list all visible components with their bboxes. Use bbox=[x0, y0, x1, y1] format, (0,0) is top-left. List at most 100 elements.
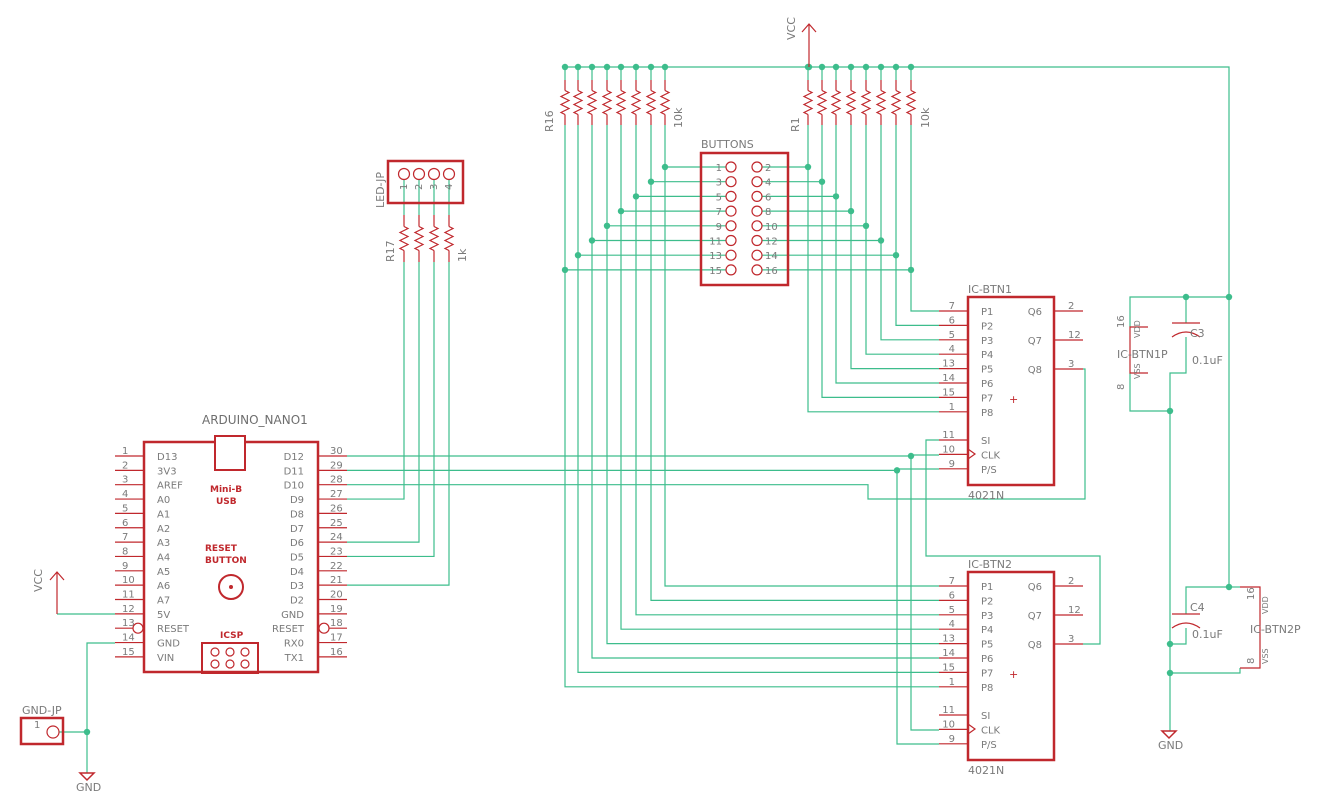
button-pin-even: 2 bbox=[765, 163, 771, 174]
nano-left-pin-name: A0 bbox=[157, 495, 170, 506]
ic-btn2p-vdd: VDD bbox=[1261, 596, 1270, 614]
junction-dot bbox=[574, 63, 582, 71]
nano-left-pin-name: A3 bbox=[157, 538, 170, 549]
junction-dot bbox=[617, 63, 625, 71]
wire bbox=[821, 125, 939, 398]
wire bbox=[880, 125, 939, 341]
ic-origin-plus-icon: + bbox=[1009, 393, 1018, 406]
ic-pin-number: 15 bbox=[942, 387, 955, 398]
ic-pin-name: P3 bbox=[981, 611, 993, 622]
nano-left-pin-name: A1 bbox=[157, 509, 170, 520]
arduino-nano-name: ARDUINO_NANO1 bbox=[202, 413, 308, 427]
ic-btn2p-bracket bbox=[1240, 586, 1261, 669]
led-jumper-name: LED-JP bbox=[374, 172, 387, 208]
nano-right-pin-number: 20 bbox=[330, 590, 343, 601]
ic-pin-number: 7 bbox=[949, 576, 955, 587]
wire bbox=[664, 125, 939, 587]
wire bbox=[606, 125, 939, 645]
resistor-array-r1: R1 10k bbox=[789, 80, 932, 132]
ic-pin-number: 6 bbox=[949, 315, 955, 326]
junction-dot bbox=[603, 63, 611, 71]
ic-pin-number: 9 bbox=[949, 459, 955, 470]
wire bbox=[865, 125, 939, 355]
ic-btn1p-vss: VSS bbox=[1133, 363, 1142, 379]
gnd-jumper-pad-icon bbox=[46, 725, 60, 739]
button-pad-odd-icon bbox=[725, 176, 737, 188]
ic-btn2: IC-BTN2 4021N 7P16P25P34P413P514P615P71P… bbox=[939, 558, 1083, 777]
nano-left-pin-name: A5 bbox=[157, 567, 170, 578]
ic-pin-name: P1 bbox=[981, 307, 993, 318]
icsp-pad-icon bbox=[240, 647, 250, 657]
clock-triangle-icon bbox=[967, 723, 977, 735]
ic-origin-plus-icon: + bbox=[1009, 668, 1018, 681]
ic-btn2p-name: IC-BTN2P bbox=[1250, 623, 1301, 636]
wire bbox=[895, 125, 939, 326]
ic-btn2-body bbox=[966, 570, 1056, 762]
ic-pin-name: Q6 bbox=[1028, 582, 1042, 593]
wire bbox=[347, 454, 939, 457]
ic-pin-name: P4 bbox=[981, 350, 993, 361]
junction-dot bbox=[1166, 640, 1174, 648]
nano-left-pin-name: GND bbox=[157, 639, 180, 650]
junction-dot bbox=[877, 63, 885, 71]
junction-dot bbox=[892, 252, 900, 259]
icsp-pad-icon bbox=[210, 647, 220, 657]
button-pad-even-icon bbox=[751, 190, 763, 202]
usb-label-2: USB bbox=[216, 497, 237, 507]
junction-dot bbox=[588, 237, 596, 244]
usb-label-1: Mini-B bbox=[210, 485, 242, 495]
resistor-array-r16: R16 10k bbox=[543, 80, 685, 132]
r17-value: 1k bbox=[456, 248, 469, 262]
r16-name: R16 bbox=[543, 110, 556, 132]
wire bbox=[86, 642, 115, 773]
button-pin-odd: 3 bbox=[716, 178, 722, 189]
junction-dot bbox=[862, 222, 870, 229]
nano-right-pin-name: RESET bbox=[272, 624, 305, 635]
nano-left-pin-number: 3 bbox=[122, 475, 128, 486]
buttons-header-name: BUTTONS bbox=[701, 138, 754, 151]
ic-pin-name: P7 bbox=[981, 668, 993, 679]
nano-right-pin-number: 22 bbox=[330, 561, 343, 572]
ic-pin-number: 10 bbox=[942, 444, 955, 455]
ic-btn1p-pin-vss: 8 bbox=[1116, 384, 1127, 390]
button-pad-odd-icon bbox=[725, 234, 737, 247]
ic-pin-number: 10 bbox=[942, 719, 955, 730]
gnd-jumper: GND-JP 1 bbox=[19, 704, 65, 746]
button-pin-even: 14 bbox=[765, 251, 778, 262]
junction-dot bbox=[617, 207, 625, 215]
usb-connector-icon bbox=[214, 435, 246, 471]
resistor-zigzag-icon bbox=[860, 89, 872, 116]
wire bbox=[1129, 337, 1187, 412]
junction-dot bbox=[847, 63, 855, 71]
ic-pin-name: Q8 bbox=[1028, 365, 1042, 376]
resistor-zigzag-icon bbox=[559, 89, 571, 116]
ic-btn1-body bbox=[966, 295, 1056, 487]
junction-dot bbox=[83, 728, 91, 736]
nano-right-pin-number: 27 bbox=[330, 489, 343, 500]
resistor-zigzag-icon bbox=[428, 225, 440, 252]
led-jumper-pin-number: 4 bbox=[444, 184, 455, 190]
ic-btn2p-pin-vss: 8 bbox=[1246, 658, 1257, 664]
wire bbox=[1170, 668, 1241, 674]
icsp-label: ICSP bbox=[220, 631, 244, 641]
ic-pin-number: 2 bbox=[1068, 576, 1074, 587]
led-jumper-pad-icon bbox=[442, 167, 456, 181]
nano-right-pin-name: D7 bbox=[290, 524, 304, 535]
wire bbox=[347, 368, 1086, 500]
nano-right-pin-number: 16 bbox=[330, 647, 343, 658]
junction-dot bbox=[632, 193, 640, 200]
ic-pin-name: P8 bbox=[981, 683, 993, 694]
button-pin-even: 12 bbox=[765, 237, 778, 248]
ic-pin-name: CLK bbox=[981, 450, 1001, 461]
wire bbox=[577, 125, 939, 674]
junction-dot bbox=[574, 252, 582, 259]
ic-pin-number: 11 bbox=[942, 705, 955, 716]
junction-dot bbox=[1225, 293, 1233, 301]
ic-btn1-name: IC-BTN1 bbox=[968, 283, 1012, 296]
ic-btn2-power: IC-BTN2P 16 VDD 8 VSS bbox=[1240, 586, 1301, 669]
r16-value: 10k bbox=[672, 107, 685, 128]
button-pad-even-icon bbox=[751, 264, 763, 276]
nano-left-pin-name: 5V bbox=[157, 610, 170, 621]
ic-pin-number: 1 bbox=[949, 402, 955, 413]
